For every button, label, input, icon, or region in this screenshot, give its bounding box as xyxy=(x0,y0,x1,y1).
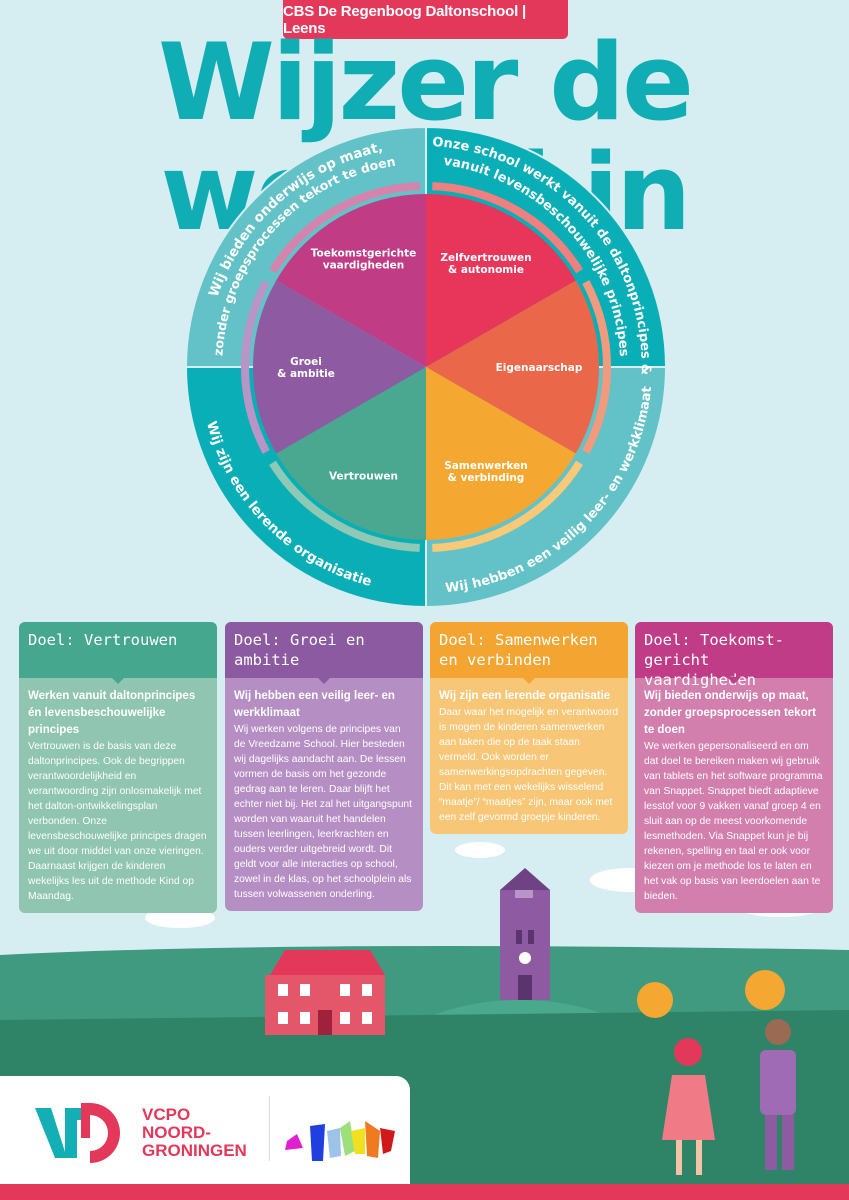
label-line: Vertrouwen xyxy=(329,470,398,482)
vcpo-line: VCPO xyxy=(142,1105,191,1124)
card-text: Wij werken volgens de principes van de V… xyxy=(234,724,413,900)
label-line: Zelfvertrouwen xyxy=(440,252,531,264)
footer-logos: VCPO NOORD- GRONINGEN xyxy=(0,1076,410,1186)
card-heading: Doel: Vertrouwen xyxy=(19,622,217,684)
divider xyxy=(269,1096,270,1161)
church-icon xyxy=(500,868,550,1000)
card-text: Vertrouwen is de basis van deze daltonpr… xyxy=(28,741,207,902)
wheel-ring-arc xyxy=(432,460,583,552)
wheel-slice xyxy=(426,367,576,540)
wheel-slice xyxy=(426,280,599,454)
label-line: & verbinding xyxy=(448,472,525,484)
card-text: We werken gepersonaliseerd en om dat doe… xyxy=(644,741,823,902)
goal-card: Doel: Toekomst-gericht vaardigheden Wij … xyxy=(635,622,833,913)
bottom-bar xyxy=(0,1184,849,1200)
wheel-slice-label: Eigenaarschap xyxy=(496,362,583,374)
card-body: Wij hebben een veilig leer- en werkklima… xyxy=(225,678,423,911)
label-line: & autonomie xyxy=(448,264,524,276)
card-subtitle: Werken vanuit daltonprincipes én levensb… xyxy=(28,690,196,736)
card-subtitle: Wij zijn een lerende organisatie xyxy=(439,690,611,702)
wheel-ring-arc xyxy=(432,182,583,274)
wheel-slice xyxy=(276,194,426,367)
goal-card: Doel: Samenwerken en verbinden Wij zijn … xyxy=(430,622,628,834)
card-body: Werken vanuit daltonprincipes én levensb… xyxy=(19,678,217,913)
vcpo-logo-text: VCPO NOORD- GRONINGEN xyxy=(142,1106,247,1160)
wheel-slice xyxy=(253,280,426,454)
wheel-ring-arc xyxy=(269,460,420,552)
card-body: Wij bieden onderwijs op maat, zonder gro… xyxy=(635,678,833,913)
card-heading: Doel: Groei en ambitie xyxy=(225,622,423,684)
wheel-ring-arc xyxy=(241,280,270,454)
wheel-slice xyxy=(276,367,426,540)
label-line: vaardigheden xyxy=(323,260,405,272)
children-illustration xyxy=(637,970,796,1175)
label-line: Eigenaarschap xyxy=(496,362,583,374)
card-heading: Doel: Toekomst-gericht vaardigheden xyxy=(635,622,833,689)
dalton-wheel: Wij bieden onderwijs op maat, zonder gro… xyxy=(184,125,668,609)
goal-card: Doel: Vertrouwen Werken vanuit daltonpri… xyxy=(19,622,217,913)
school-banner: CBS De Regenboog Daltonschool | Leens xyxy=(283,0,568,39)
label-line: & ambitie xyxy=(277,368,335,380)
wheel-slice-label: Zelfvertrouwen& autonomie xyxy=(440,252,531,276)
wheel-slice-label: Samenwerken& verbinding xyxy=(444,460,527,484)
label-line: Groei xyxy=(290,356,322,368)
card-heading: Doel: Samenwerken en verbinden xyxy=(430,622,628,684)
wheel-ring-arc xyxy=(582,280,611,454)
wheel-slice xyxy=(426,194,576,367)
vcpo-logo-icon xyxy=(35,1103,120,1163)
card-subtitle: Wij bieden onderwijs op maat, zonder gro… xyxy=(644,690,816,736)
wheel-slice-label: Groei& ambitie xyxy=(277,356,335,380)
label-line: Toekomstgerichte xyxy=(311,248,416,260)
vcpo-line: NOORD- xyxy=(142,1123,211,1142)
wheel-slice-label: Vertrouwen xyxy=(329,470,398,482)
regenboog-logo xyxy=(285,1121,395,1161)
card-subtitle: Wij hebben een veilig leer- en werkklima… xyxy=(234,690,395,719)
label-line: Samenwerken xyxy=(444,460,527,472)
vcpo-line: GRONINGEN xyxy=(142,1141,247,1160)
goal-card: Doel: Groei en ambitie Wij hebben een ve… xyxy=(225,622,423,911)
wheel-ring-arc xyxy=(269,182,420,274)
card-text: Daar waar het mogelijk en verantwoord is… xyxy=(439,707,619,823)
house-icon xyxy=(265,950,385,1035)
